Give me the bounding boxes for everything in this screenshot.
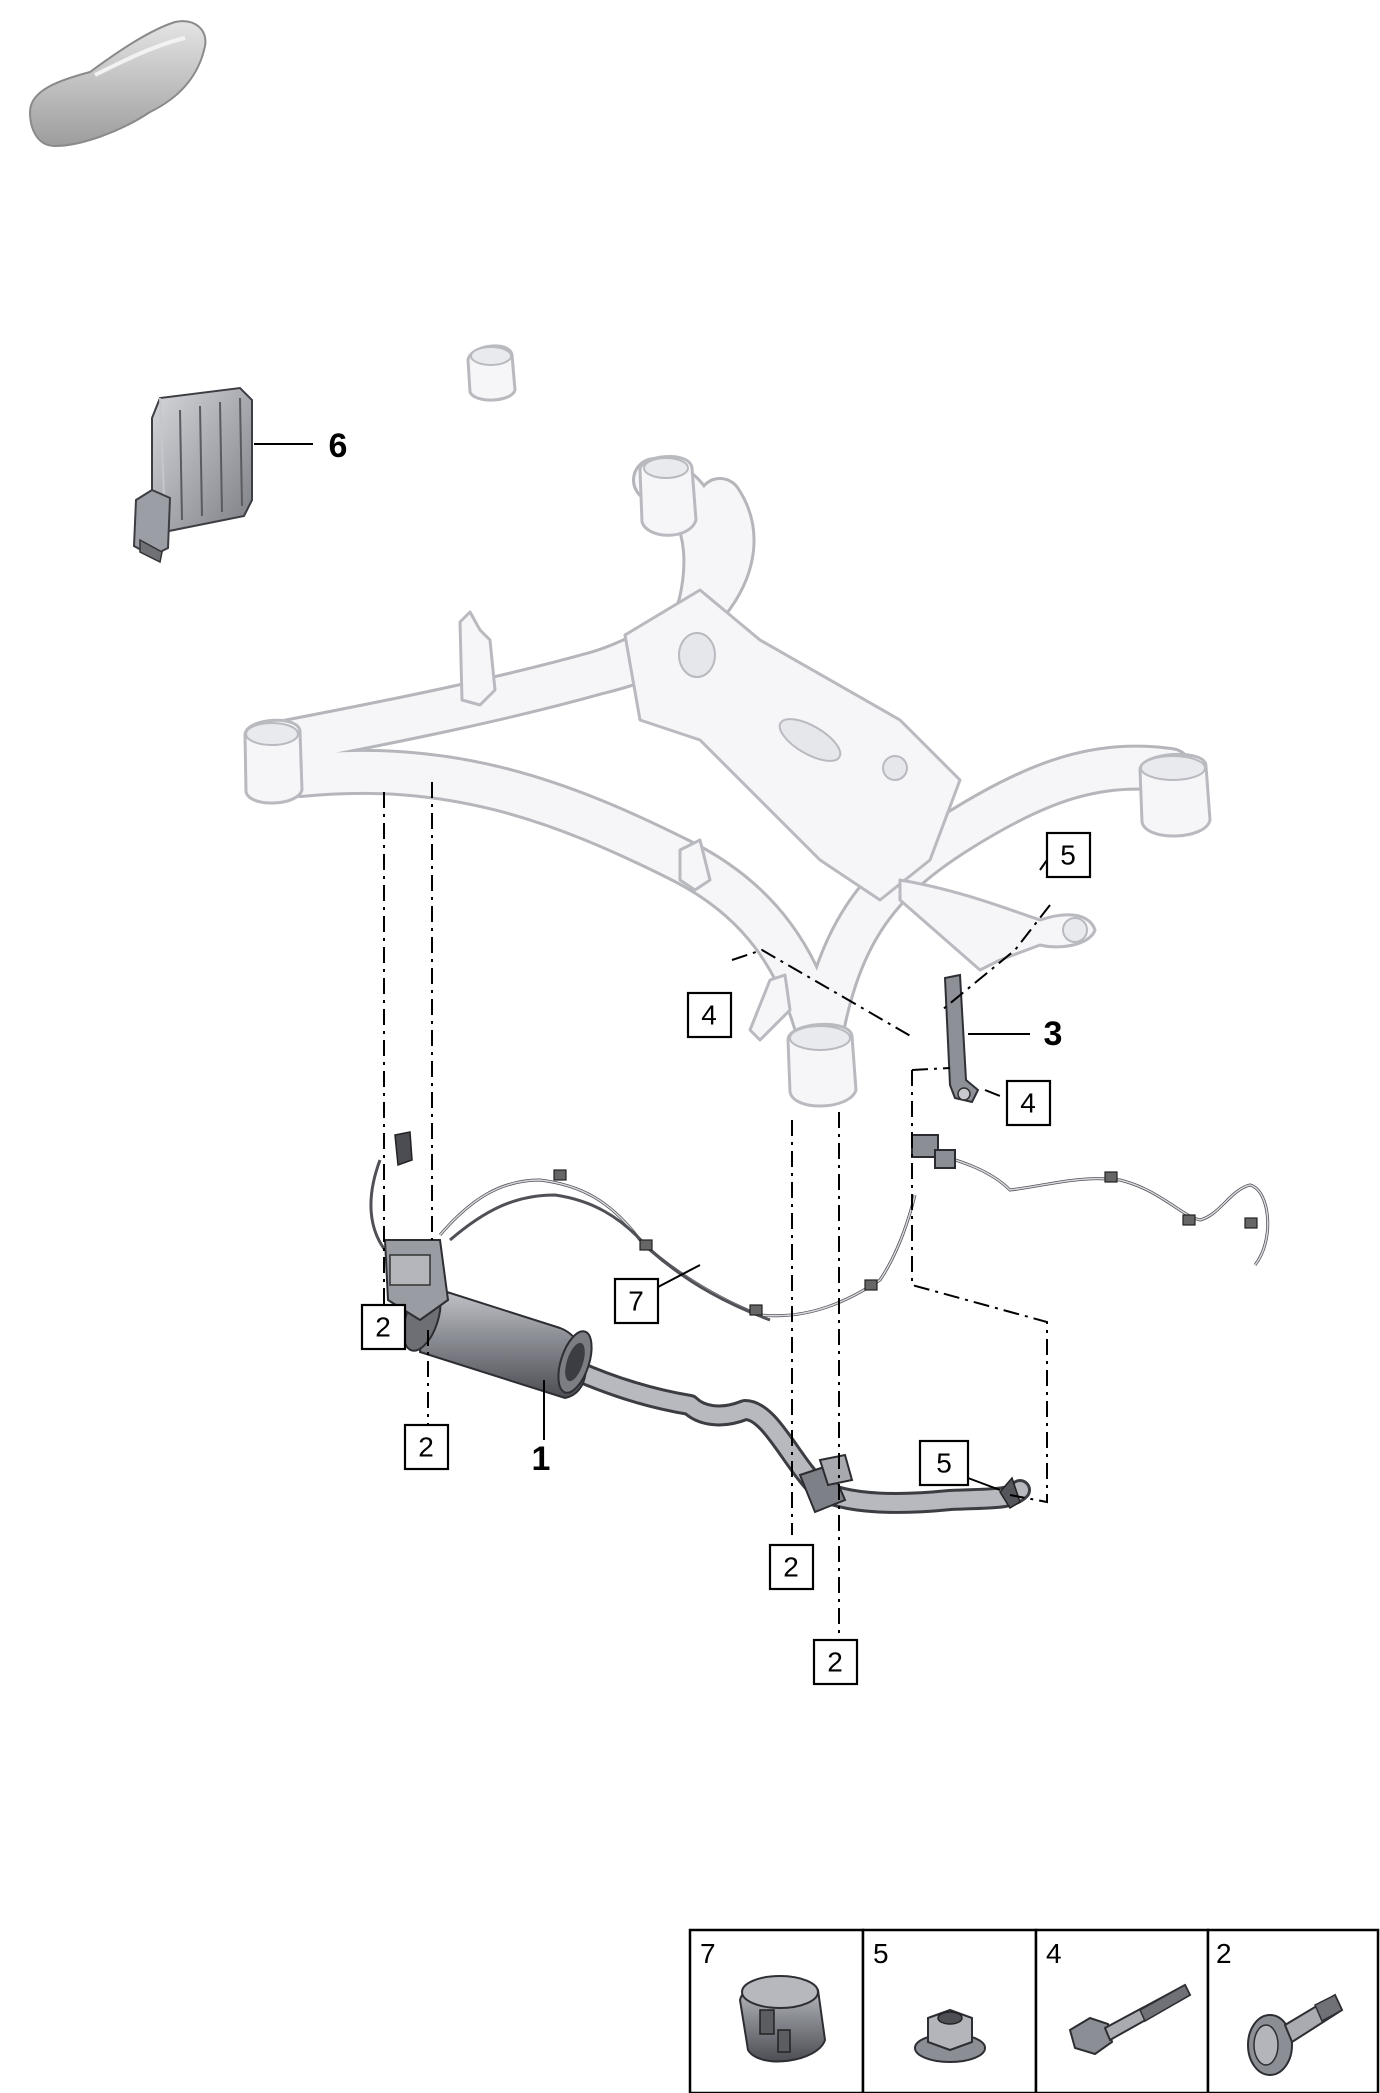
nut-icon: [914, 2008, 986, 2063]
callout-5-top: 5: [1045, 831, 1092, 879]
part-label-6: 6: [329, 427, 348, 465]
svg-text:2: 2: [375, 1312, 391, 1343]
fastener-legend: 7 5 4 2: [688, 1928, 1380, 2093]
link-part-3: [943, 973, 980, 1104]
callout-5-bottom: 5: [918, 1439, 970, 1487]
leader-callout-5-bottom: [967, 1477, 1001, 1491]
vehicle-thumbnail-icon: [28, 20, 207, 148]
leader-callout-5-top: [1039, 859, 1048, 871]
svg-text:5: 5: [1060, 840, 1076, 871]
assembly-lines: [383, 782, 1051, 1635]
svg-text:2: 2: [783, 1552, 799, 1583]
svg-text:4: 4: [1020, 1088, 1036, 1119]
svg-text:5: 5: [936, 1448, 952, 1479]
callout-4-left: 4: [686, 991, 733, 1039]
callout-7: 7: [613, 1277, 660, 1325]
wiring-harness: [369, 1134, 1270, 1322]
legend-cell-4: [1034, 1928, 1210, 2093]
leader-callout-7: [657, 1264, 701, 1288]
subframe: [243, 344, 1212, 1108]
callout-4-right: 4: [1005, 1079, 1052, 1127]
callout-2-d: 2: [812, 1638, 859, 1686]
callout-2-a: 2: [360, 1303, 407, 1351]
bolt-long-icon: [1068, 1983, 1192, 2056]
legend-number-4: 4: [1046, 1938, 1062, 1969]
svg-text:2: 2: [827, 1647, 843, 1678]
legend-cell-2: [1206, 1928, 1380, 2093]
legend-number-7: 7: [700, 1938, 716, 1969]
callout-2-c: 2: [768, 1543, 815, 1591]
legend-number-5: 5: [873, 1938, 889, 1969]
stabilizer-actuator-part-1: [383, 1131, 1031, 1514]
part-label-1: 1: [532, 1440, 551, 1478]
part-label-3: 3: [1044, 1015, 1063, 1053]
legend-number-2: 2: [1216, 1938, 1232, 1969]
control-unit-part-6: [132, 386, 253, 564]
svg-text:2: 2: [418, 1432, 434, 1463]
svg-text:4: 4: [701, 1000, 717, 1031]
bolt-short-icon: [1247, 1993, 1344, 2076]
svg-text:7: 7: [628, 1286, 644, 1317]
bushing-icon: [738, 1975, 827, 2063]
callout-2-b: 2: [403, 1423, 450, 1471]
